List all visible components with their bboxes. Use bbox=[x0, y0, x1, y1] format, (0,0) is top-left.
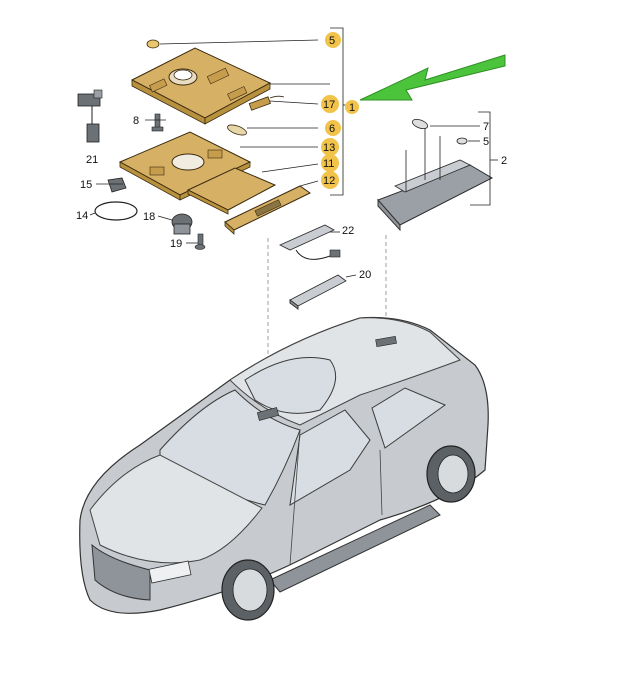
screw-icon-8 bbox=[151, 113, 164, 132]
label-12: 12 bbox=[323, 175, 335, 187]
ring-part-14 bbox=[94, 201, 138, 221]
car-illustration bbox=[79, 316, 489, 621]
label-1: 1 bbox=[349, 102, 355, 114]
sensor-part-22 bbox=[279, 224, 341, 260]
connector-part-21 bbox=[77, 89, 103, 143]
label-19: 19 bbox=[170, 238, 182, 250]
green-arrow-icon bbox=[359, 54, 506, 101]
highlight-badges bbox=[321, 32, 359, 189]
clip-part-15 bbox=[107, 177, 127, 193]
leader-lines bbox=[89, 83, 498, 278]
label-11: 11 bbox=[323, 158, 334, 170]
label-5-right: 5 bbox=[483, 136, 489, 148]
trim-panel-12 bbox=[224, 185, 311, 235]
label-20: 20 bbox=[359, 269, 371, 281]
lamp-housing-2 bbox=[377, 118, 494, 232]
lens-part-6 bbox=[227, 124, 247, 136]
bracket-group-2 bbox=[470, 111, 491, 206]
holder-part-18 bbox=[171, 213, 193, 235]
label-5-top: 5 bbox=[329, 35, 335, 47]
switch-part-17 bbox=[248, 95, 285, 111]
label-17: 17 bbox=[323, 99, 335, 111]
bulb-icon-top bbox=[146, 39, 319, 49]
sensor-part-20 bbox=[289, 274, 347, 310]
label-8: 8 bbox=[133, 115, 139, 127]
label-2: 2 bbox=[501, 155, 507, 167]
label-21: 21 bbox=[86, 154, 98, 166]
label-6: 6 bbox=[329, 123, 335, 135]
roof-frame-upper bbox=[130, 47, 272, 125]
label-18: 18 bbox=[143, 211, 155, 223]
label-7: 7 bbox=[483, 121, 489, 133]
label-15: 15 bbox=[80, 179, 92, 191]
trim-panel-11 bbox=[186, 167, 277, 215]
screw-icon-19 bbox=[194, 233, 206, 250]
label-22: 22 bbox=[342, 225, 354, 237]
label-13: 13 bbox=[323, 142, 335, 154]
label-14: 14 bbox=[76, 210, 88, 222]
